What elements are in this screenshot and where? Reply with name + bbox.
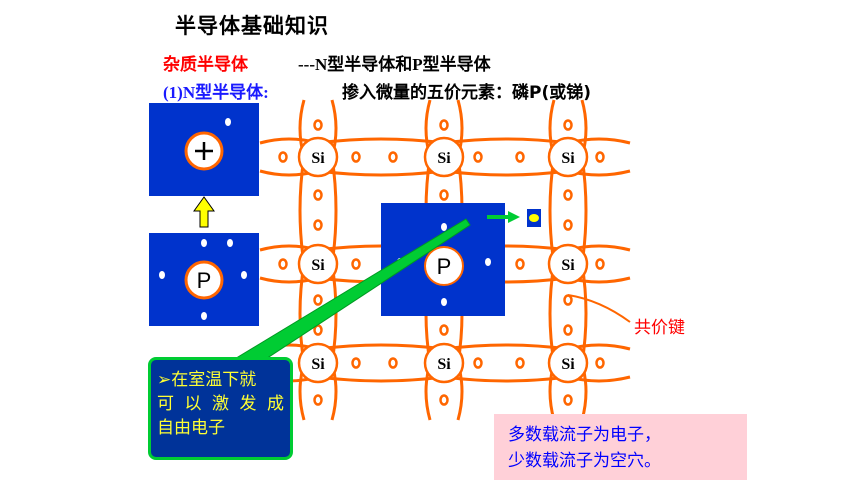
bond-electron — [278, 258, 288, 270]
bond-line — [298, 156, 306, 265]
silicon-atom — [547, 243, 589, 285]
valence-electron — [441, 298, 447, 306]
silicon-atom — [297, 136, 339, 178]
bond-line — [317, 343, 445, 351]
valence-electron — [241, 271, 247, 279]
silicon-atom — [547, 342, 589, 384]
phosphorus-atom-label: P — [197, 268, 212, 293]
bond-electron — [313, 219, 323, 231]
bond-electron — [313, 324, 323, 336]
bond-electron — [595, 151, 605, 163]
callout-box: ➢在室温下就 可以激发成 自由电子 — [148, 357, 293, 460]
silicon-atom-label: Si — [561, 356, 575, 373]
bond-electron — [439, 189, 449, 201]
bond-electron — [563, 219, 573, 231]
bond-line — [548, 263, 556, 364]
bond-electron — [515, 258, 525, 270]
bond-line — [330, 156, 338, 265]
free-electron-small — [225, 118, 231, 126]
silicon-atom — [423, 136, 465, 178]
bond-electron — [515, 151, 525, 163]
silicon-atom-label: Si — [561, 150, 575, 167]
bond-line — [443, 343, 569, 351]
bond-electron — [563, 324, 573, 336]
summary-line-2: 少数载流子为空穴。 — [508, 451, 661, 471]
bond-electron — [351, 151, 361, 163]
bond-electron — [563, 294, 573, 306]
callout-line-3: 自由电子 — [157, 418, 225, 438]
bond-label: 共价键 — [634, 318, 685, 338]
bond-electron — [351, 357, 361, 369]
bond-line — [317, 375, 445, 383]
bond-electron — [388, 151, 398, 163]
bond-line — [548, 156, 556, 265]
valence-electron — [441, 223, 447, 231]
bond-electron — [473, 357, 483, 369]
valence-electron — [159, 271, 165, 279]
silicon-atom-label: Si — [311, 356, 325, 373]
summary-line-1: 多数载流子为电子， — [508, 425, 661, 445]
valence-electron — [201, 239, 207, 247]
bond-electron — [313, 189, 323, 201]
valence-electron — [201, 312, 207, 320]
bond-electron — [563, 394, 573, 406]
bond-electron — [313, 394, 323, 406]
summary-box: 多数载流子为电子， 少数载流子为空穴。 — [494, 414, 747, 480]
bond-label-leader — [567, 294, 631, 323]
bond-electron — [595, 357, 605, 369]
dopant-atom-label: P — [437, 254, 452, 279]
bond-electron — [595, 258, 605, 270]
callout-line-2: 可以激发成 — [157, 394, 284, 414]
valence-electron — [485, 258, 491, 266]
callout-line-1: ➢在室温下就 — [157, 370, 257, 390]
bond-line — [298, 263, 306, 364]
bond-line — [443, 375, 569, 383]
silicon-atom — [547, 136, 589, 178]
bond-electron — [313, 294, 323, 306]
page-title: 半导体基础知识 — [175, 14, 329, 38]
bond-line — [580, 156, 588, 265]
right-arrow-icon — [487, 211, 520, 223]
silicon-atom-label: Si — [437, 150, 451, 167]
bond-electron — [439, 394, 449, 406]
bond-electron — [439, 324, 449, 336]
bond-line — [443, 137, 569, 145]
bond-line — [317, 137, 445, 145]
bond-electron — [278, 151, 288, 163]
free-electron — [529, 214, 539, 222]
bond-electron — [515, 357, 525, 369]
bond-electron — [351, 258, 361, 270]
phosphorus-atom — [184, 260, 224, 300]
bond-electron — [388, 357, 398, 369]
silicon-atom — [297, 342, 339, 384]
bond-electron — [313, 119, 323, 131]
silicon-atom — [423, 342, 465, 384]
bond-line — [317, 169, 445, 177]
valence-electron — [227, 239, 233, 247]
silicon-atom-label: Si — [437, 356, 451, 373]
subtitle-rest: ---N型半导体和P型半导体 — [298, 55, 491, 74]
plus-icon — [195, 142, 213, 160]
section-heading: (1)N型半导体: — [163, 83, 269, 102]
silicon-atom-label: Si — [561, 257, 575, 274]
bond-electron — [563, 189, 573, 201]
bond-electron — [473, 151, 483, 163]
bond-line — [443, 169, 569, 177]
bond-line — [580, 263, 588, 364]
silicon-atom-label: Si — [311, 257, 325, 274]
subtitle-highlight: 杂质半导体 — [163, 55, 248, 75]
section-description: 掺入微量的五价元素：磷P(或锑) — [342, 83, 591, 103]
dopant-atom — [424, 246, 464, 286]
up-arrow-icon — [193, 196, 215, 228]
silicon-atom-label: Si — [311, 150, 325, 167]
silicon-atom — [297, 243, 339, 285]
bond-electron — [563, 119, 573, 131]
bond-electron — [439, 119, 449, 131]
phosphorus-valence-electrons — [159, 239, 247, 320]
